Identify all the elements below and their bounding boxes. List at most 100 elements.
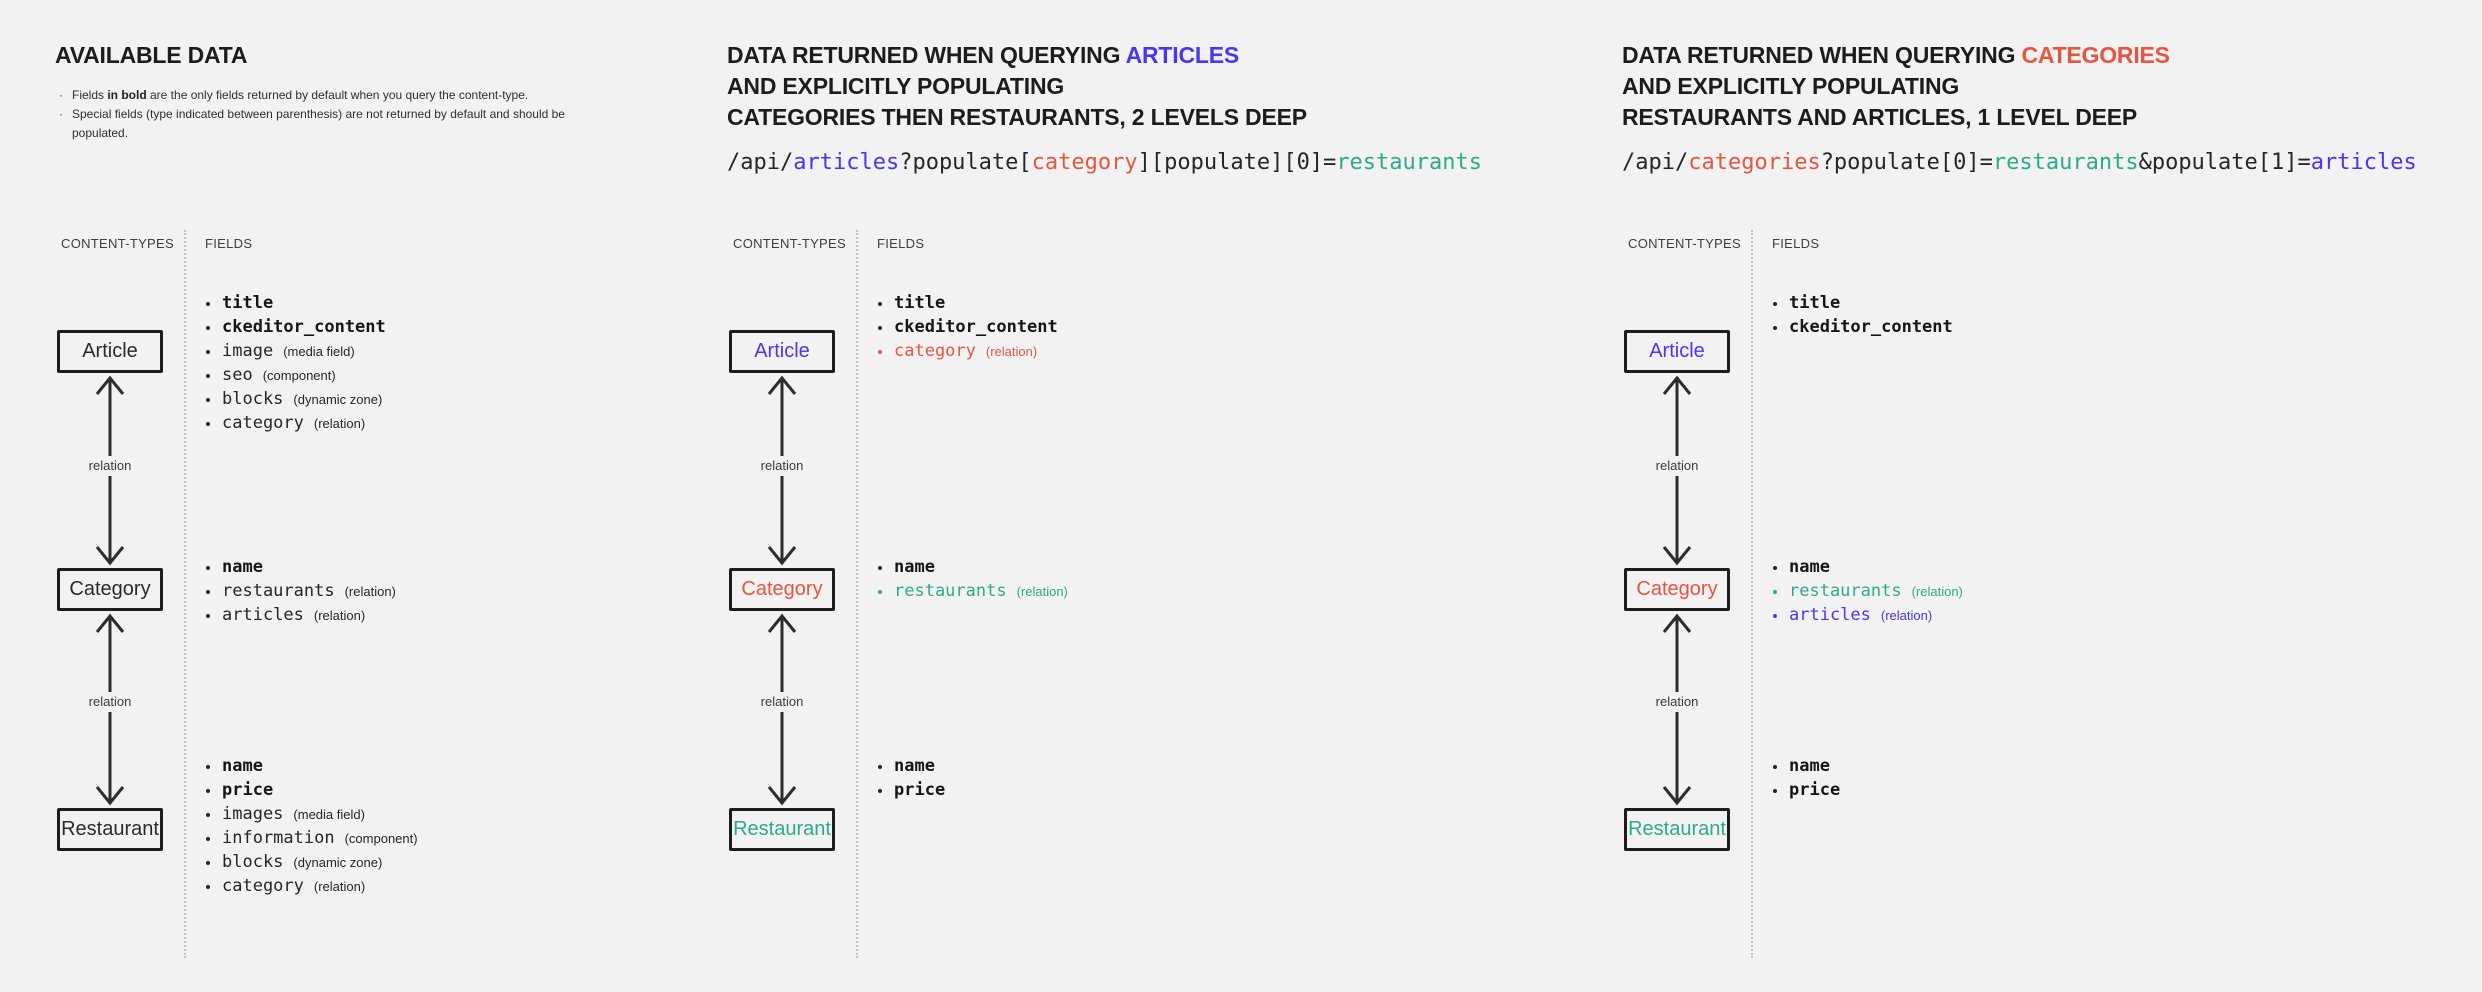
field-item: price bbox=[877, 778, 945, 802]
field-type-annotation: (component) bbox=[262, 368, 336, 383]
field-item: articles (relation) bbox=[1772, 603, 1963, 627]
field-name: name bbox=[1789, 557, 1830, 577]
section-title: AVAILABLE DATA bbox=[55, 40, 247, 71]
content-type-box-article: Article bbox=[729, 330, 835, 373]
api-code-segment: ?populate[ bbox=[899, 150, 1032, 175]
field-name: blocks bbox=[222, 389, 284, 409]
content-type-box-category: Category bbox=[729, 568, 835, 611]
field-item: articles(relation) bbox=[205, 603, 396, 627]
field-item: name bbox=[205, 754, 418, 778]
title-text: RESTAURANTS AND ARTICLES, 1 LEVEL DEEP bbox=[1622, 104, 2138, 130]
title-text: CATEGORIES THEN RESTAURANTS, 2 LEVELS DE… bbox=[727, 104, 1307, 130]
column-header-content-types: CONTENT-TYPES bbox=[61, 236, 174, 251]
bullet-icon bbox=[878, 350, 882, 354]
field-name: restaurants bbox=[222, 581, 335, 601]
field-item: images(media field) bbox=[205, 802, 418, 826]
legend-note-part: Special fields (type indicated between p… bbox=[72, 107, 565, 140]
field-name: restaurants bbox=[1789, 581, 1902, 601]
field-name: price bbox=[222, 780, 274, 800]
bullet-icon bbox=[206, 590, 210, 594]
section-title-line: DATA RETURNED WHEN QUERYING CATEGORIES bbox=[1622, 40, 2170, 71]
api-code-segment: restaurants bbox=[1992, 150, 2139, 175]
legend-note-part: Fields bbox=[72, 88, 108, 102]
column-header-fields: FIELDS bbox=[877, 236, 925, 251]
bullet-icon bbox=[206, 861, 210, 865]
field-type-annotation: (relation) bbox=[1880, 608, 1933, 623]
title-text: DATA RETURNED WHEN QUERYING bbox=[1622, 42, 2022, 68]
bullet-icon bbox=[878, 566, 882, 570]
field-name: name bbox=[222, 557, 263, 577]
field-item: name bbox=[1772, 754, 1840, 778]
field-item: seo(component) bbox=[205, 363, 386, 387]
legend-note: · Fields in bold are the only fields retu… bbox=[59, 86, 579, 105]
field-name: name bbox=[894, 756, 935, 776]
bullet-icon: · bbox=[59, 88, 63, 102]
field-item: category(relation) bbox=[205, 411, 386, 435]
field-name: category bbox=[222, 413, 304, 433]
field-item: ckeditor_content bbox=[205, 315, 386, 339]
field-item: price bbox=[205, 778, 418, 802]
bullet-icon bbox=[206, 885, 210, 889]
section-title-line: AVAILABLE DATA bbox=[55, 40, 247, 71]
content-type-label: Category bbox=[1636, 578, 1718, 600]
bullet-icon bbox=[206, 398, 210, 402]
bullet-icon bbox=[206, 326, 210, 330]
section-title-line: DATA RETURNED WHEN QUERYING ARTICLES bbox=[727, 40, 1307, 71]
content-type-label: Restaurant bbox=[61, 818, 159, 840]
field-name: images bbox=[222, 804, 284, 824]
bullet-icon bbox=[1773, 302, 1777, 306]
field-type-annotation: (component) bbox=[344, 831, 418, 846]
field-item: category(relation) bbox=[877, 339, 1058, 363]
api-code-segment: ][populate][0]= bbox=[1137, 150, 1337, 175]
bullet-icon bbox=[206, 422, 210, 426]
legend-note-part: in bold bbox=[107, 88, 147, 102]
api-query-code: /api/categories?populate[0]=restaurants&… bbox=[1622, 149, 2417, 177]
legend-note-part: are the only fields returned by default … bbox=[146, 88, 529, 102]
field-name: title bbox=[222, 293, 274, 313]
field-item: title bbox=[205, 291, 386, 315]
bullet-icon bbox=[1773, 326, 1777, 330]
field-name: information bbox=[222, 828, 335, 848]
api-code-segment: /api/ bbox=[1622, 150, 1689, 175]
title-text: AND EXPLICITLY POPULATING bbox=[727, 73, 1065, 99]
field-name: articles bbox=[222, 605, 304, 625]
field-item: blocks(dynamic zone) bbox=[205, 387, 386, 411]
bullet-icon bbox=[878, 326, 882, 330]
api-code-segment: category bbox=[1031, 150, 1138, 175]
content-type-label: Category bbox=[69, 578, 151, 600]
field-item: category(relation) bbox=[205, 874, 418, 898]
content-type-label: Restaurant bbox=[1628, 818, 1726, 840]
bullet-icon bbox=[878, 590, 882, 594]
field-item: price bbox=[1772, 778, 1840, 802]
field-type-annotation: (relation) bbox=[985, 344, 1038, 359]
field-name: image bbox=[222, 341, 274, 361]
bullet-icon bbox=[206, 302, 210, 306]
bullet-icon bbox=[1773, 614, 1777, 618]
relation-label: relation bbox=[1637, 456, 1717, 476]
field-item: ckeditor_content bbox=[877, 315, 1058, 339]
field-type-annotation: (media field) bbox=[283, 344, 355, 359]
content-type-label: Article bbox=[754, 340, 810, 362]
bullet-icon bbox=[1773, 566, 1777, 570]
legend-note: ·Special fields (type indicated between … bbox=[59, 105, 579, 143]
field-name: title bbox=[894, 293, 946, 313]
column-header-fields: FIELDS bbox=[1772, 236, 1820, 251]
bullet-icon bbox=[206, 566, 210, 570]
title-text: AND EXPLICITLY POPULATING bbox=[1622, 73, 1960, 99]
relation-label: relation bbox=[742, 456, 822, 476]
field-item: blocks(dynamic zone) bbox=[205, 850, 418, 874]
content-type-box-restaurant: Restaurant bbox=[1624, 808, 1730, 851]
bullet-icon bbox=[878, 765, 882, 769]
field-type-annotation: (dynamic zone) bbox=[293, 855, 383, 870]
field-name: name bbox=[222, 756, 263, 776]
api-code-segment: categories bbox=[1688, 150, 1821, 175]
bullet-icon bbox=[206, 813, 210, 817]
field-name: articles bbox=[1789, 605, 1871, 625]
title-text: AVAILABLE DATA bbox=[55, 42, 248, 68]
field-item: image (media field) bbox=[205, 339, 386, 363]
